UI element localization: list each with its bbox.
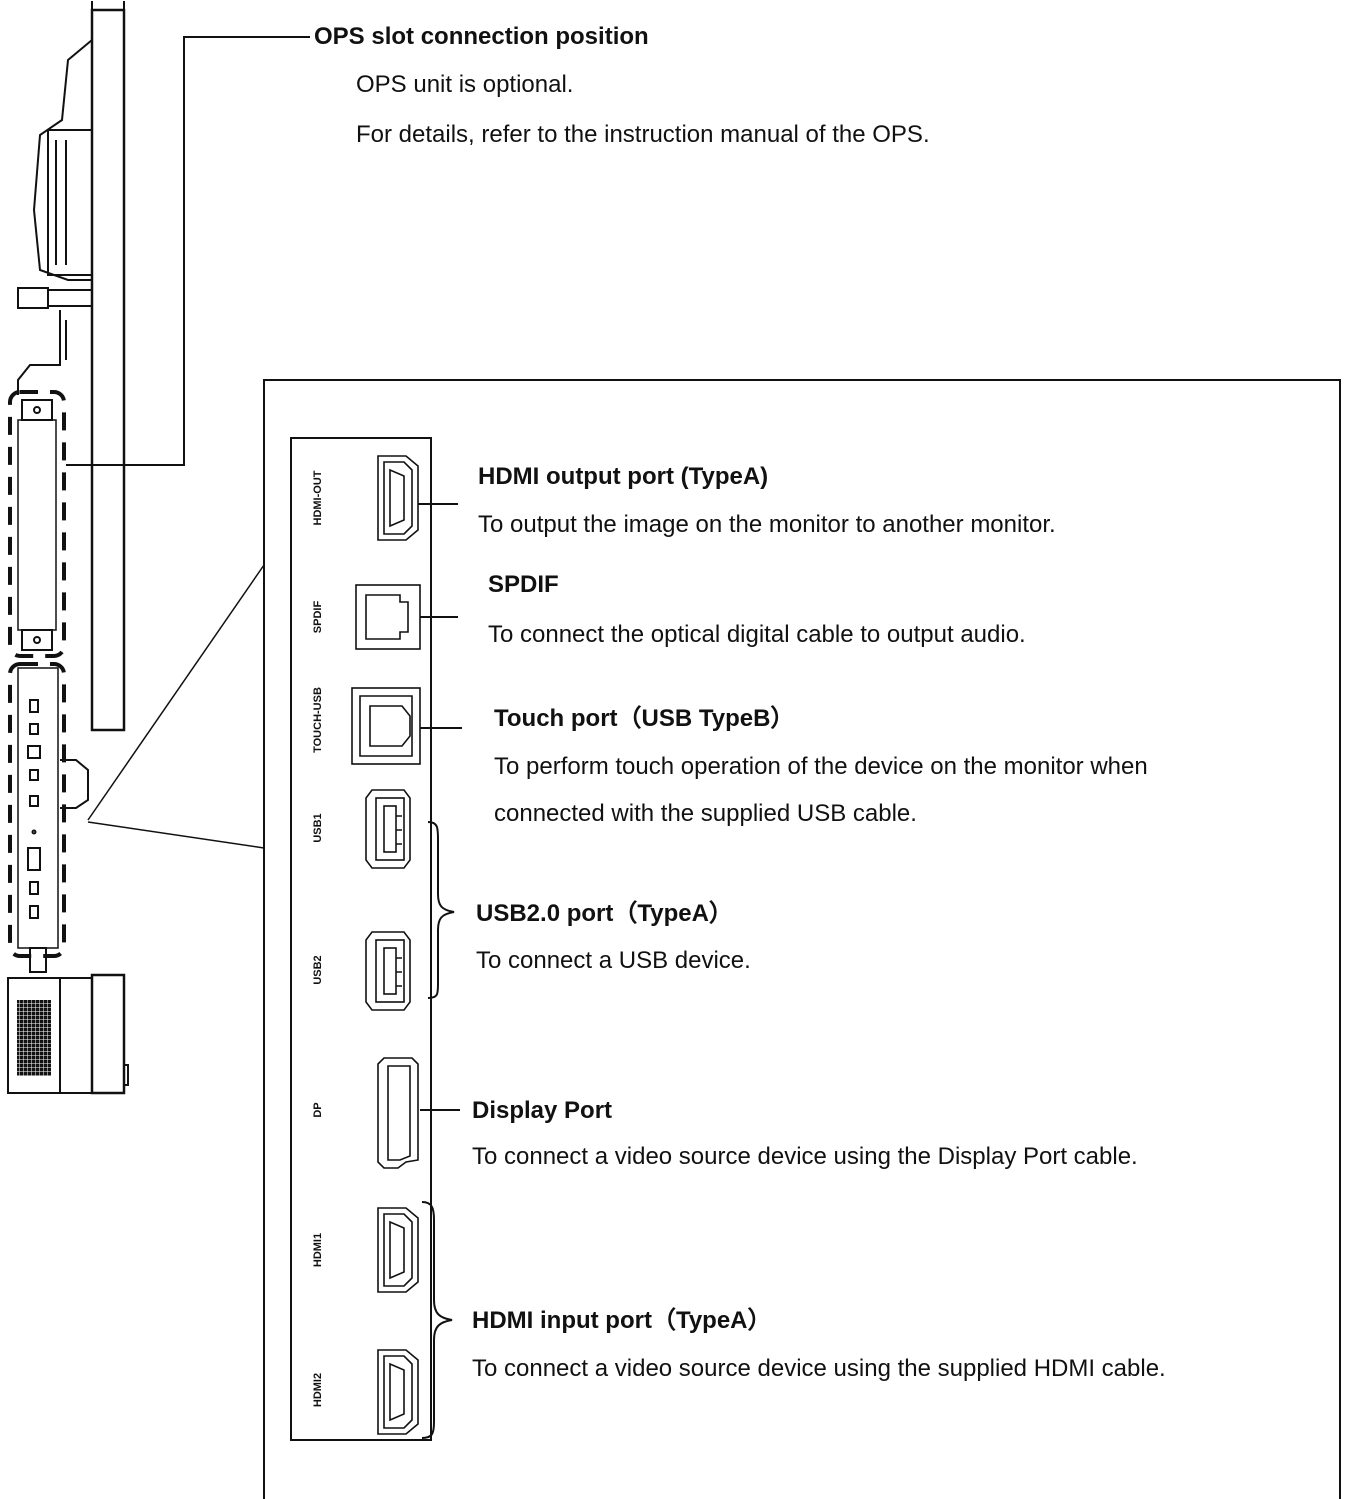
usb1-port-icon: [365, 789, 411, 869]
touch-title: Touch port（USB TypeB）: [494, 705, 795, 732]
touch-usb-port-icon: [351, 687, 421, 765]
panel-label-spdif: SPDIF: [312, 600, 324, 634]
usb-title: USB2.0 port（TypeA）: [476, 900, 733, 927]
detail-frame: [263, 379, 1341, 1499]
ops-line-2: For details, refer to the instruction ma…: [356, 121, 930, 148]
usb2-port-icon: [365, 931, 411, 1011]
port-panel: [290, 437, 432, 1441]
ops-line-1: OPS unit is optional.: [356, 71, 574, 98]
spdif-desc: To connect the optical digital cable to …: [488, 621, 1026, 648]
touch-desc-2: connected with the supplied USB cable.: [494, 800, 917, 827]
hdmi-out-desc: To output the image on the monitor to an…: [478, 511, 1056, 538]
dp-desc: To connect a video source device using t…: [472, 1143, 1138, 1170]
panel-label-hdmi2: HDMI2: [312, 1372, 324, 1408]
panel-label-hdmi1: HDMI1: [312, 1232, 324, 1268]
touch-desc-1: To perform touch operation of the device…: [494, 753, 1148, 780]
spdif-port-icon: [355, 584, 421, 650]
panel-label-touch-usb: TOUCH-USB: [312, 687, 324, 753]
hdmi1-port-icon: [377, 1207, 419, 1293]
zoom-line-bottom: [87, 821, 265, 849]
ops-leader-line: [66, 36, 310, 466]
panel-label-dp: DP: [312, 1102, 324, 1118]
hdmi2-port-icon: [377, 1349, 419, 1435]
panel-label-usb2: USB2: [312, 955, 324, 985]
monitor-side-view: [7, 1, 129, 1095]
zoom-line-top: [87, 564, 265, 821]
ops-slot-highlight: [8, 390, 66, 958]
hdmi-out-port-icon: [377, 455, 419, 541]
hdmi-in-desc: To connect a video source device using t…: [472, 1355, 1166, 1382]
callout-leaders: [418, 503, 462, 1439]
spdif-title: SPDIF: [488, 571, 559, 598]
hdmi-out-title: HDMI output port (TypeA): [478, 463, 769, 490]
hdmi-in-title: HDMI input port（TypeA）: [472, 1307, 772, 1334]
dp-title: Display Port: [472, 1097, 613, 1124]
usb-desc: To connect a USB device.: [476, 947, 751, 974]
ops-title: OPS slot connection position: [314, 23, 649, 50]
dp-port-icon: [377, 1057, 419, 1169]
panel-label-hdmi-out: HDMI-OUT: [312, 470, 324, 526]
panel-label-usb1: USB1: [312, 813, 324, 843]
